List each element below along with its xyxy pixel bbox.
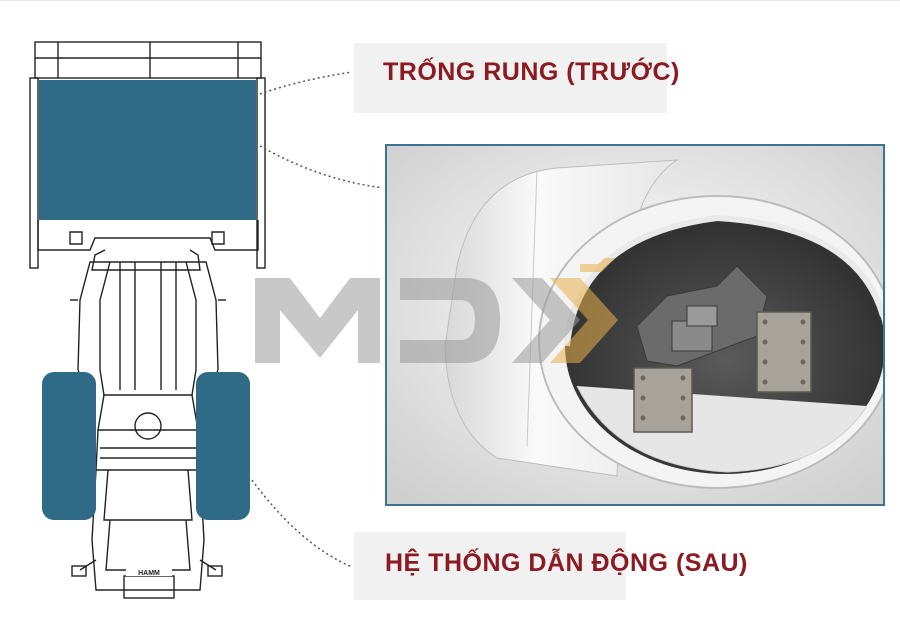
roller-top-view-diagram: HAMM xyxy=(29,41,380,599)
top-divider xyxy=(0,0,900,1)
rear-left-wheel-highlight xyxy=(42,372,96,520)
vibratory-drum-render xyxy=(387,146,883,504)
rear-drive-label-box xyxy=(354,532,626,600)
hamm-badge: HAMM xyxy=(138,570,160,577)
rear-drive-label: HỆ THỐNG DẪN ĐỘNG (SAU) xyxy=(385,549,748,577)
front-drum-label-box xyxy=(354,43,667,113)
front-drum-highlight xyxy=(39,80,256,220)
rear-right-wheel-highlight xyxy=(196,372,250,520)
drum-render-frame xyxy=(385,144,885,506)
front-drum-label: TRỐNG RUNG (TRƯỚC) xyxy=(383,58,680,86)
